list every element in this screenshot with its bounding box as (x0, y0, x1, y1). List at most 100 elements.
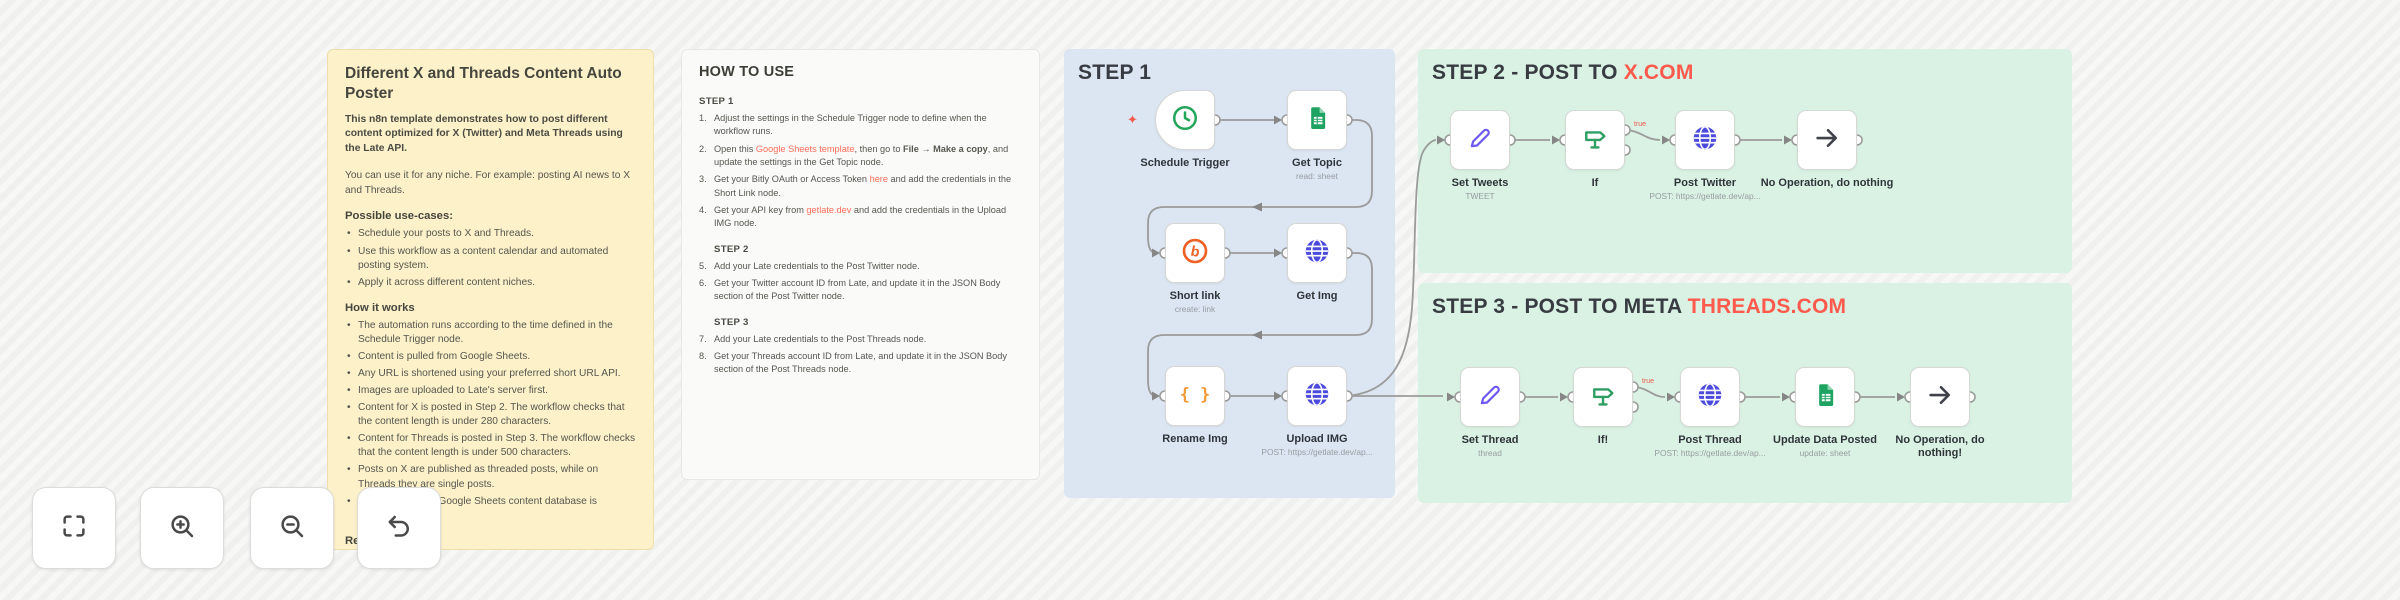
get-img-node[interactable] (1287, 223, 1347, 283)
short-link-node[interactable]: b (1165, 223, 1225, 283)
text-segment: Get your Twitter account ID from Late, a… (714, 278, 1001, 302)
node-subtitle: update: sheet (1799, 448, 1851, 458)
input-arrow (1152, 391, 1160, 401)
node-label: If (1591, 177, 1599, 189)
bitly-icon: b (1180, 236, 1210, 271)
text-segment: Open this (714, 143, 756, 154)
list-item: Schedule your posts to X and Threads. (345, 227, 636, 241)
node-subtitle: POST: https://getlate.dev/ap... (1654, 448, 1766, 458)
list-item: Get your API key from getlate.dev and ad… (699, 204, 1022, 231)
wire-uploadimg-to-settweets (1346, 139, 1437, 397)
list-item: Content for Threads is posted in Step 3.… (345, 432, 636, 460)
if-signpost-icon (1588, 380, 1618, 415)
list-item: Posts on X are published as threaded pos… (345, 463, 636, 491)
text-segment: Adjust the settings in the Schedule Trig… (714, 113, 987, 137)
get-topic-node[interactable] (1287, 90, 1347, 150)
list-item: Any URL is shortened using your preferre… (345, 367, 636, 381)
pencil-icon (1476, 381, 1504, 414)
set-tweets-node[interactable] (1450, 110, 1510, 170)
node-subtitle: read: sheet (1296, 171, 1338, 181)
wire-getimg-to-renameimg (1147, 252, 1373, 397)
input-arrow (1447, 392, 1455, 402)
section-title-accent: THREADS.COM (1687, 295, 1847, 318)
svg-text:{ }: { } (1180, 383, 1210, 403)
undo-icon (384, 511, 414, 546)
fit-view-icon (59, 511, 89, 546)
howto-step-group: STEP 2 Add your Late credentials to the P… (699, 244, 1022, 304)
post-twitter-node[interactable] (1675, 110, 1735, 170)
section-title: STEP 2 - POST TO X.COM (1432, 61, 1694, 84)
globe-icon (1302, 379, 1332, 414)
node-label: No Operation, do nothing (1760, 177, 1894, 189)
zoom-out-button[interactable] (250, 487, 334, 569)
input-arrow (1897, 392, 1905, 402)
code-braces-icon: { } (1180, 379, 1210, 414)
step-heading: STEP 2 (714, 243, 749, 255)
list-item: Adjust the settings in the Schedule Trig… (699, 112, 1022, 139)
if-2-node[interactable] (1573, 367, 1633, 427)
list-item: The automation runs according to the tim… (345, 319, 636, 347)
list-item: Use this workflow as a content calendar … (345, 245, 636, 273)
text-segment: Get your Bitly OAuth or Access Token (714, 174, 870, 185)
if-output-label: true (1634, 121, 1646, 128)
set-thread-node[interactable] (1460, 367, 1520, 427)
text-segment: Get your Threads account ID from Late, a… (714, 351, 1007, 375)
text-segment: Get your API key from (714, 205, 807, 216)
inline-link[interactable]: here (869, 174, 888, 185)
input-arrow (1662, 135, 1670, 145)
trigger-sparkle-icon: ✦ (1127, 112, 1138, 127)
update-data-posted-node[interactable] (1795, 367, 1855, 427)
node-subtitle: POST: https://getlate.dev/ap... (1261, 447, 1373, 457)
list-item: Apply it across different content niches… (345, 276, 636, 290)
node-label: Get Topic (1292, 157, 1342, 169)
list-item: Add your Late credentials to the Post Th… (699, 333, 1022, 347)
node-label: Post Twitter (1673, 177, 1737, 189)
input-arrow (1667, 392, 1675, 402)
no-operation-2-node[interactable] (1910, 367, 1970, 427)
schedule-trigger-node[interactable] (1155, 90, 1215, 150)
numbered-list: Add your Late credentials to the Post Th… (699, 333, 1022, 377)
step-heading: STEP 1 (699, 96, 734, 107)
zoom-out-icon (277, 511, 307, 546)
text-segment: and add the credentials in the Upload IM… (714, 205, 1007, 229)
fit-view-button[interactable] (32, 487, 116, 569)
note-heading: Possible use-cases: (345, 210, 454, 223)
input-arrow (1274, 115, 1282, 125)
no-operation-node[interactable] (1797, 110, 1857, 170)
wire-arrow (1252, 330, 1262, 340)
rename-img-node[interactable]: { } (1165, 366, 1225, 426)
node-label: If! (1597, 434, 1609, 446)
list-item: Content is pulled from Google Sheets. (345, 350, 636, 364)
node-label: Update Data Posted (1773, 434, 1877, 446)
zoom-in-button[interactable] (140, 487, 224, 569)
list-item: Add your Late credentials to the Post Tw… (699, 260, 1022, 274)
post-thread-node[interactable] (1680, 367, 1740, 427)
bullet-list: Schedule your posts to X and Threads. Use… (345, 227, 636, 289)
list-item: Get your Twitter account ID from Late, a… (699, 277, 1022, 304)
section-step2[interactable]: STEP 2 - POST TO X.COM (1418, 49, 2072, 273)
google-sheets-icon (1811, 381, 1839, 414)
pencil-icon (1466, 124, 1494, 157)
text-segment: , then go to (854, 143, 903, 154)
undo-button[interactable] (357, 487, 441, 569)
globe-icon (1690, 123, 1720, 158)
text-segment: Add your Late credentials to the Post Tw… (714, 260, 920, 271)
text-segment: Add your Late credentials to the Post Th… (714, 333, 927, 344)
node-label: Upload IMG (1286, 433, 1348, 445)
globe-icon (1302, 236, 1332, 271)
inline-link[interactable]: getlate.dev (806, 205, 852, 216)
numbered-list: Adjust the settings in the Schedule Trig… (699, 112, 1022, 231)
if-output-label: true (1642, 378, 1654, 385)
upload-img-node[interactable] (1287, 366, 1347, 426)
input-arrow (1152, 248, 1160, 258)
if-node[interactable] (1565, 110, 1625, 170)
svg-text:b: b (1189, 243, 1201, 261)
node-label: Rename Img (1162, 433, 1228, 445)
note-lead: This n8n template demonstrates how to po… (345, 113, 623, 154)
input-arrow (1784, 135, 1792, 145)
if-signpost-icon (1580, 123, 1610, 158)
input-arrow (1437, 135, 1445, 145)
inline-link[interactable]: Google Sheets template (755, 143, 855, 154)
